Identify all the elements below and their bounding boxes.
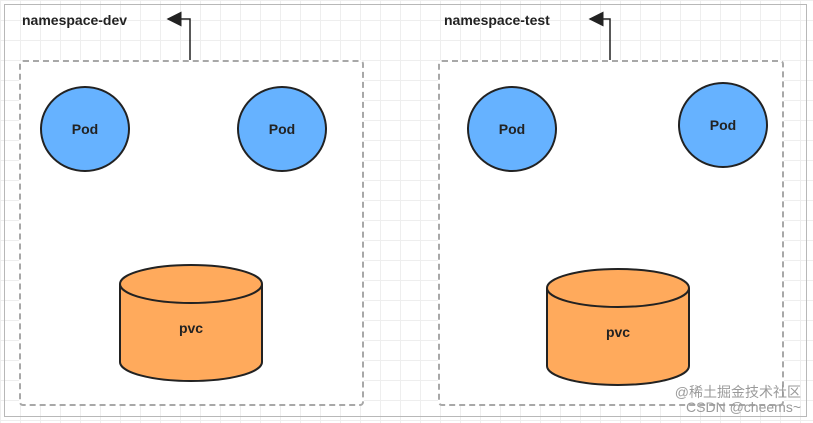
pod-test-2: Pod — [678, 82, 768, 168]
cylinder-icon — [546, 268, 690, 386]
pvc-test-label: pvc — [605, 324, 631, 340]
watermark-line-1: @稀土掘金技术社区 — [674, 384, 801, 400]
pvc-dev-label: pvc — [178, 320, 204, 336]
watermark: @稀土掘金技术社区 CSDN @cheems~ — [675, 385, 801, 415]
namespace-dev-label: namespace-dev — [22, 12, 128, 28]
canvas-frame — [4, 4, 807, 417]
pvc-test: pvc — [545, 266, 691, 388]
dev-namespace-arrow — [166, 11, 191, 60]
pod-dev-1: Pod — [40, 86, 130, 172]
pvc-dev: pvc — [118, 262, 264, 384]
test-namespace-arrow — [588, 11, 611, 60]
watermark-line-2: CSDN @cheems~ — [686, 399, 801, 415]
cylinder-icon — [119, 264, 263, 382]
namespace-test-label: namespace-test — [444, 12, 550, 28]
pod-dev-2: Pod — [237, 86, 327, 172]
pod-test-1: Pod — [467, 86, 557, 172]
